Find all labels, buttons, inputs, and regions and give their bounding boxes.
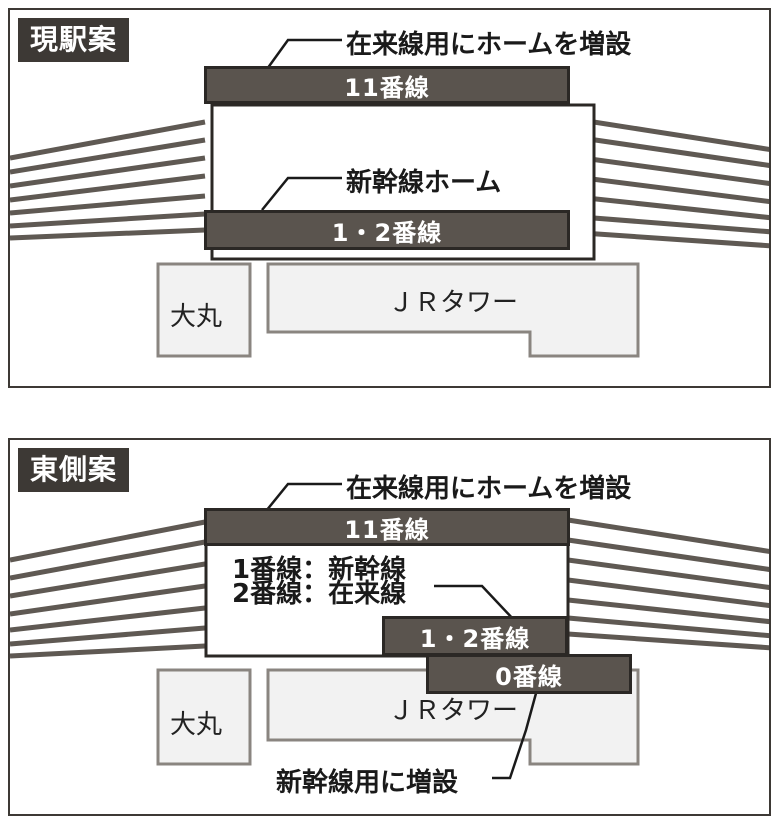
callout-add-platform: 在来線用にホームを増設 xyxy=(346,30,632,60)
shinkansen-platform-label: 新幹線ホーム xyxy=(346,168,502,198)
plan-east-side: 東側案 在来線用にホームを増設 11番線 1番線：新幹線 2番線：在来線 1・2… xyxy=(8,438,771,816)
note-track-1: 1番線：新幹線 xyxy=(232,555,407,585)
plan-badge: 東側案 xyxy=(18,448,130,492)
daimaru-label: 大丸 xyxy=(170,302,223,332)
daimaru-label: 大丸 xyxy=(170,710,223,740)
track-1-2-platform: 1・2番線 xyxy=(382,616,568,656)
tracks-left xyxy=(10,119,206,241)
note-track-2: 2番線：在来線 xyxy=(232,579,407,609)
daimaru-building xyxy=(156,668,252,766)
callout-shinkansen-addition: 新幹線用に増設 xyxy=(276,768,459,798)
track-0-platform: 0番線 xyxy=(426,654,632,694)
tracks-right xyxy=(567,517,769,651)
jr-tower-building xyxy=(266,262,640,358)
jr-tower-label: ＪＲタワー xyxy=(388,288,519,318)
daimaru-building xyxy=(156,262,252,358)
callout-leader-shinkansen xyxy=(261,176,342,211)
track-assignment-note: 1番線：新幹線 2番線：在来線 xyxy=(232,555,407,609)
track-1-2-platform: 1・2番線 xyxy=(204,210,570,250)
callout-leader-bottom xyxy=(492,685,540,780)
callout-leader-top xyxy=(260,38,342,77)
tracks-left xyxy=(10,519,206,659)
callout-leader-tracks xyxy=(434,584,515,621)
track-11-platform: 11番線 xyxy=(204,508,570,546)
callout-leader-top xyxy=(261,482,342,517)
callout-add-platform: 在来線用にホームを増設 xyxy=(346,474,632,504)
track-11-platform: 11番線 xyxy=(204,66,570,104)
jr-tower-label: ＪＲタワー xyxy=(388,696,519,726)
tracks-right xyxy=(567,115,769,249)
plan-badge: 現駅案 xyxy=(18,18,130,62)
plan-current-station: 現駅案 在来線用にホームを増設 11番線 新幹線ホーム 1・2番線 大丸 ＪＲタ… xyxy=(8,8,771,388)
